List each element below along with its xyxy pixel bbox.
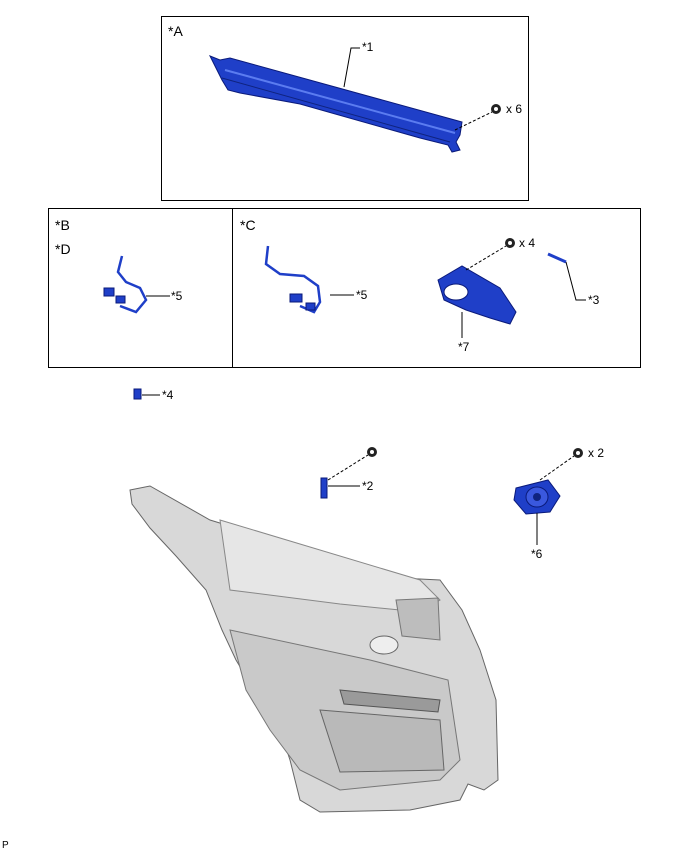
- clip-icon-c: [505, 238, 515, 248]
- fastener-qty-a: x 6: [506, 102, 522, 116]
- panel-c-frame: [232, 208, 641, 368]
- panel-a-label: *A: [168, 23, 183, 39]
- leader-line-3: [565, 261, 586, 301]
- rear-door-trim-panel: [129, 485, 499, 813]
- panel-d-label: *D: [55, 241, 71, 257]
- wire-harness-part-5-c: [264, 245, 322, 314]
- part-2-bracket: [320, 477, 328, 499]
- fastener-dash-2: [327, 454, 369, 481]
- part-label-3: *3: [588, 293, 600, 307]
- screw-icon-2: [367, 447, 377, 457]
- part-label-4: *4: [162, 388, 174, 402]
- speaker-part-6: [513, 479, 561, 515]
- door-trim-part-1: [208, 55, 463, 153]
- leader-line-1: [343, 47, 360, 88]
- panel-b-label: *B: [55, 217, 70, 233]
- panel-c-label: *C: [240, 217, 256, 233]
- fastener-dash-a: [454, 111, 493, 131]
- panel-a-frame: [161, 16, 529, 201]
- part-label-2: *2: [362, 479, 374, 493]
- illustration-code: P: [2, 840, 9, 851]
- speaker-bracket-part-7: [437, 265, 517, 325]
- clip-icon: [491, 104, 501, 114]
- part-label-7: *7: [458, 340, 470, 354]
- fastener-qty-c: x 4: [519, 236, 535, 250]
- clip-part-3: [547, 252, 567, 264]
- part-label-5-c: *5: [356, 288, 368, 302]
- wire-harness-part-5: [103, 255, 148, 314]
- part-label-1: *1: [362, 40, 374, 54]
- part-4-clip: [133, 388, 142, 400]
- fastener-dash-6: [539, 455, 575, 481]
- part-label-6: *6: [531, 547, 543, 561]
- fastener-qty-6: x 2: [588, 446, 604, 460]
- screw-icon-6: [573, 448, 583, 458]
- part-label-5-bd: *5: [171, 289, 183, 303]
- fastener-dash-c: [465, 245, 507, 271]
